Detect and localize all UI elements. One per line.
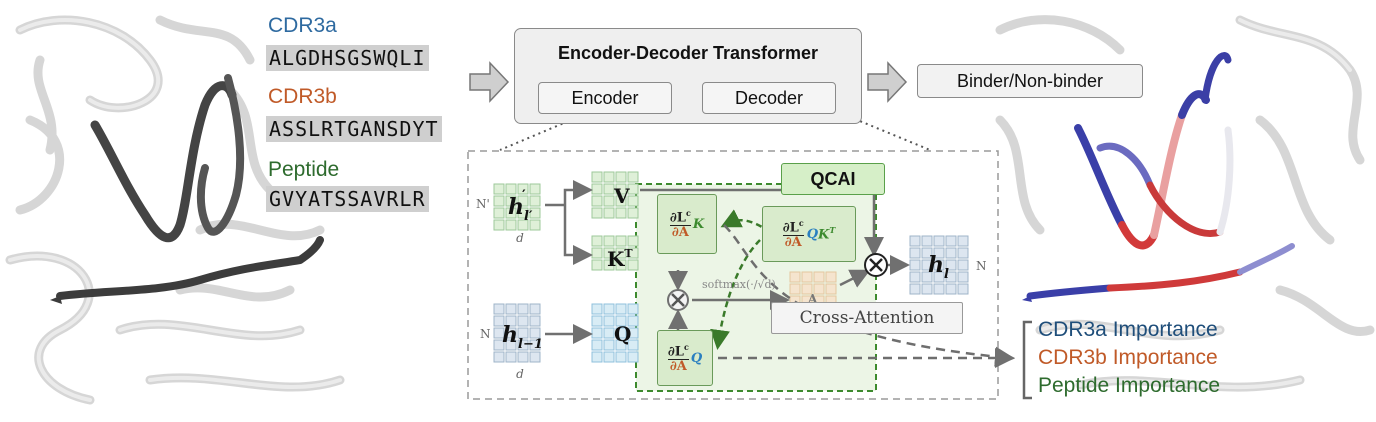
grad-k-symbol: K (692, 216, 705, 232)
dim-label-d-top: d (516, 231, 524, 245)
cdr3b-importance: CDR3b Importance (1038, 346, 1218, 369)
cdr3b-sequence: ASSLRTGANSDYT (266, 116, 442, 142)
peptide-sequence: GVYATSSAVRLR (266, 186, 429, 212)
grad-q-box: ∂Lc ∂A Q (657, 330, 713, 386)
decoder-label: Decoder (734, 87, 804, 108)
h-prime-matrix (493, 183, 541, 231)
h-out-matrix (909, 235, 969, 295)
q-matrix (591, 303, 639, 363)
cross-attention-box: Cross-Attention (771, 302, 963, 334)
symbol-v: V (613, 184, 630, 208)
multiply-node-2 (864, 253, 888, 277)
v-matrix (591, 171, 639, 219)
grad-q-symbol: Q (690, 350, 703, 366)
symbol-h-prime-mark: ′ (522, 188, 526, 204)
peptide-label: Peptide (268, 158, 340, 181)
decoder-box: Decoder (702, 82, 836, 114)
detail-frame (467, 150, 999, 400)
left-protein-structure (5, 15, 345, 405)
symbol-q: Q (614, 322, 631, 346)
symbol-a: A (807, 292, 818, 306)
cdr3a-importance: CDR3a Importance (1038, 318, 1218, 341)
symbol-kt: KT (607, 247, 633, 271)
qcai-label-box: QCAI (781, 163, 885, 195)
dim-label-n-left: N (480, 327, 491, 341)
kt-matrix (591, 235, 639, 271)
dim-label-nprime-left: N' (476, 197, 490, 211)
output-box: Binder/Non-binder (917, 64, 1143, 98)
cdr3a-sequence: ALGDHSGSWQLI (266, 45, 429, 71)
symbol-h-prime: hl′ (508, 194, 533, 224)
transformer-box: Encoder-Decoder Transformer (514, 28, 862, 124)
cdr3a-label: CDR3a (268, 14, 337, 37)
transformer-title: Encoder-Decoder Transformer (557, 43, 819, 63)
multiply-node-1 (667, 289, 689, 311)
grad-qkt-box: ∂Lc ∂A Q KT (762, 206, 856, 262)
right-protein-structure (995, 15, 1375, 392)
encoder-box: Encoder (538, 82, 672, 114)
symbol-h-out: hl (928, 252, 949, 282)
qcai-label: QCAI (810, 168, 856, 189)
dim-label-d-bottom: d (516, 367, 524, 381)
output-label: Binder/Non-binder (956, 70, 1104, 91)
grad-qkt-q-symbol: Q (806, 226, 819, 242)
block-arrow-output (867, 61, 908, 103)
block-arrow-input (469, 61, 510, 103)
grad-k-box: ∂Lc ∂A K (657, 194, 717, 254)
softmax-label: softmax(·/√d) (702, 278, 776, 291)
grad-qkt-k-symbol: KT (818, 225, 836, 243)
peptide-importance: Peptide Importance (1038, 374, 1221, 397)
h-prev-matrix (493, 303, 541, 363)
cross-attention-label: Cross-Attention (799, 308, 935, 328)
importance-bracket (1022, 320, 1032, 400)
cdr3b-label: CDR3b (268, 85, 337, 108)
dim-label-n-right: N (976, 259, 987, 273)
encoder-label: Encoder (571, 87, 639, 108)
